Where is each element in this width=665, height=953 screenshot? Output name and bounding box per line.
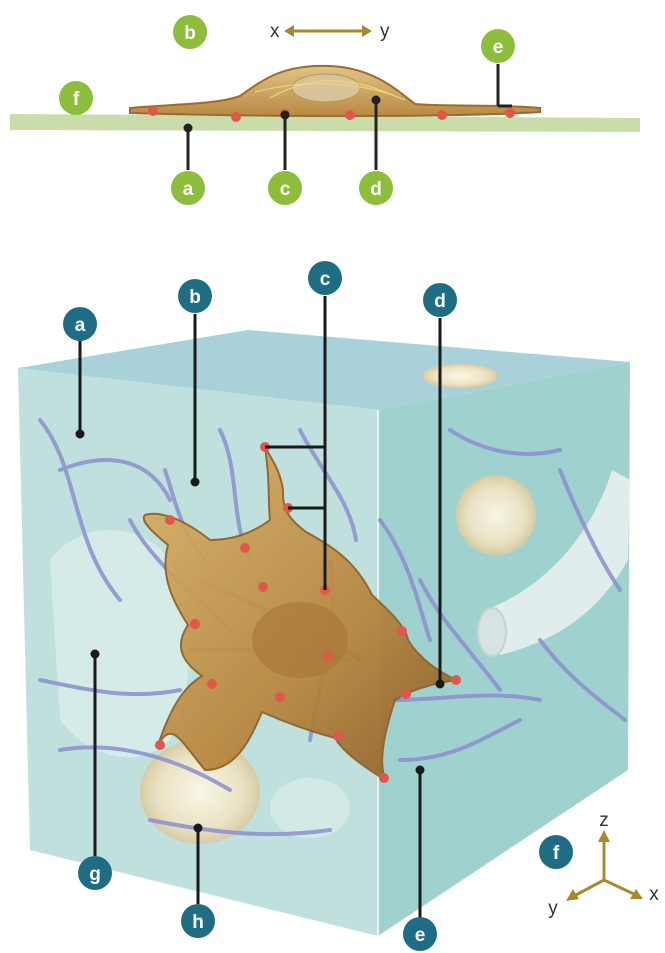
svg-text:g: g xyxy=(89,864,101,885)
cell-blob-right xyxy=(456,475,536,555)
axis-x-label: x xyxy=(270,21,280,42)
cube-label-a: a xyxy=(63,307,97,341)
top-label-b: b xyxy=(173,15,207,49)
svg-text:c: c xyxy=(280,179,291,200)
bottom-panel-3d: a b c d g h e f xyxy=(18,261,659,951)
top-label-e: e xyxy=(481,29,515,63)
axis-y3d-label: y xyxy=(548,898,558,919)
cube-label-b: b xyxy=(178,279,212,313)
svg-text:b: b xyxy=(189,287,201,308)
top-panel-2d: x y b xyxy=(10,15,640,205)
top-label-c: c xyxy=(268,171,302,205)
cube-label-f: f xyxy=(539,835,573,869)
axis-x3d-label: x xyxy=(649,884,659,905)
svg-text:f: f xyxy=(553,843,560,864)
cube-label-e: e xyxy=(403,917,437,951)
svg-text:b: b xyxy=(184,23,196,44)
svg-text:h: h xyxy=(192,912,204,933)
axis-z-label: z xyxy=(599,810,609,831)
cube-label-h: h xyxy=(181,904,215,938)
svg-text:e: e xyxy=(415,925,426,946)
cube-label-g: g xyxy=(78,856,112,890)
top-label-d: d xyxy=(359,171,393,205)
xy-axis-arrow: x y xyxy=(270,21,390,42)
svg-text:d: d xyxy=(370,179,382,200)
top-label-a: a xyxy=(171,171,205,205)
cube-label-d: d xyxy=(423,283,457,317)
svg-text:c: c xyxy=(320,269,331,290)
svg-text:e: e xyxy=(493,37,504,58)
svg-text:f: f xyxy=(73,89,80,110)
top-label-f: f xyxy=(59,81,93,115)
svg-text:d: d xyxy=(434,291,446,312)
svg-text:a: a xyxy=(75,315,86,336)
svg-text:a: a xyxy=(183,179,194,200)
axis-y-label: y xyxy=(380,21,390,42)
cube-label-c: c xyxy=(308,261,342,295)
